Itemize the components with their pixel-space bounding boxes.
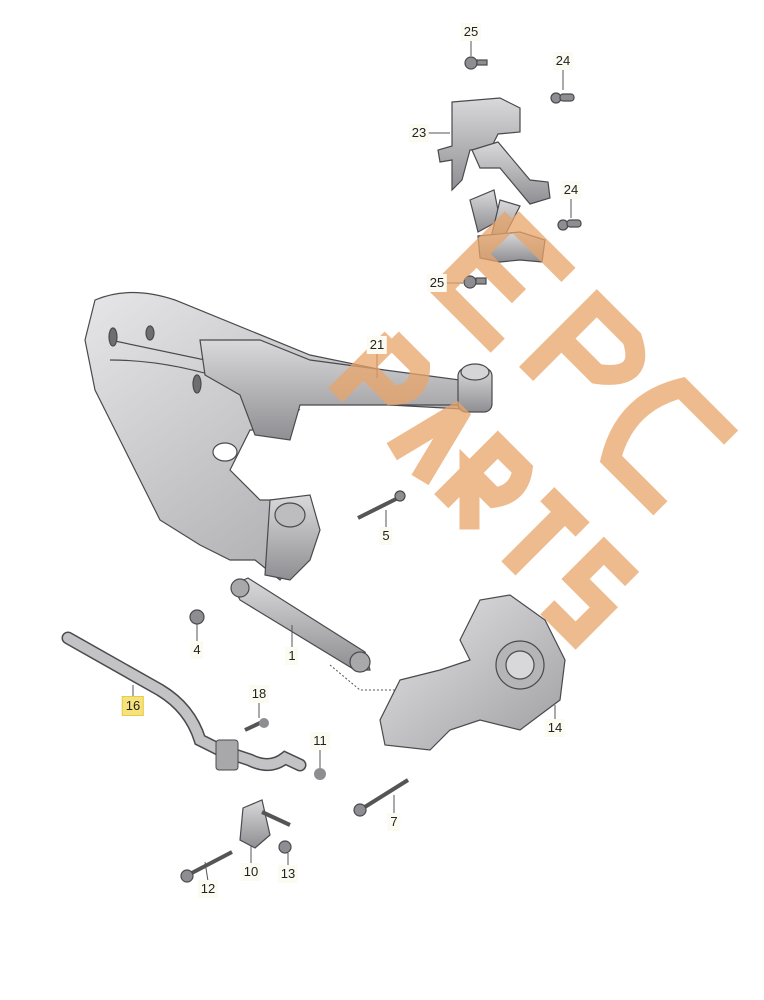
callout-14: 14 xyxy=(544,719,566,737)
subframe xyxy=(84,291,481,581)
callout-21: 21 xyxy=(366,336,388,354)
callout-23: 23 xyxy=(408,124,430,142)
callout-11: 11 xyxy=(310,732,330,750)
callout-25-bottom: 25 xyxy=(426,274,448,292)
callout-7: 7 xyxy=(387,813,401,831)
callout-1: 1 xyxy=(285,647,299,665)
callout-24-bottom: 24 xyxy=(560,181,582,199)
part-16-anti-roll-bar xyxy=(61,631,326,780)
part-14-wheel-bearing-housing xyxy=(353,594,566,817)
part-bushing-mount xyxy=(264,490,406,581)
part-10-coupling-rod xyxy=(180,799,292,883)
callout-13: 13 xyxy=(277,865,299,883)
callout-16-highlighted: 16 xyxy=(121,696,145,716)
callout-24-top: 24 xyxy=(552,52,574,70)
callout-4: 4 xyxy=(190,641,204,659)
callout-25-top: 25 xyxy=(460,23,482,41)
callout-12: 12 xyxy=(197,880,219,898)
epc-parts-watermark xyxy=(328,211,739,650)
callout-5: 5 xyxy=(379,527,393,545)
callout-10: 10 xyxy=(240,863,262,881)
callout-18: 18 xyxy=(248,685,270,703)
part-1-lower-control-arm xyxy=(189,577,371,673)
